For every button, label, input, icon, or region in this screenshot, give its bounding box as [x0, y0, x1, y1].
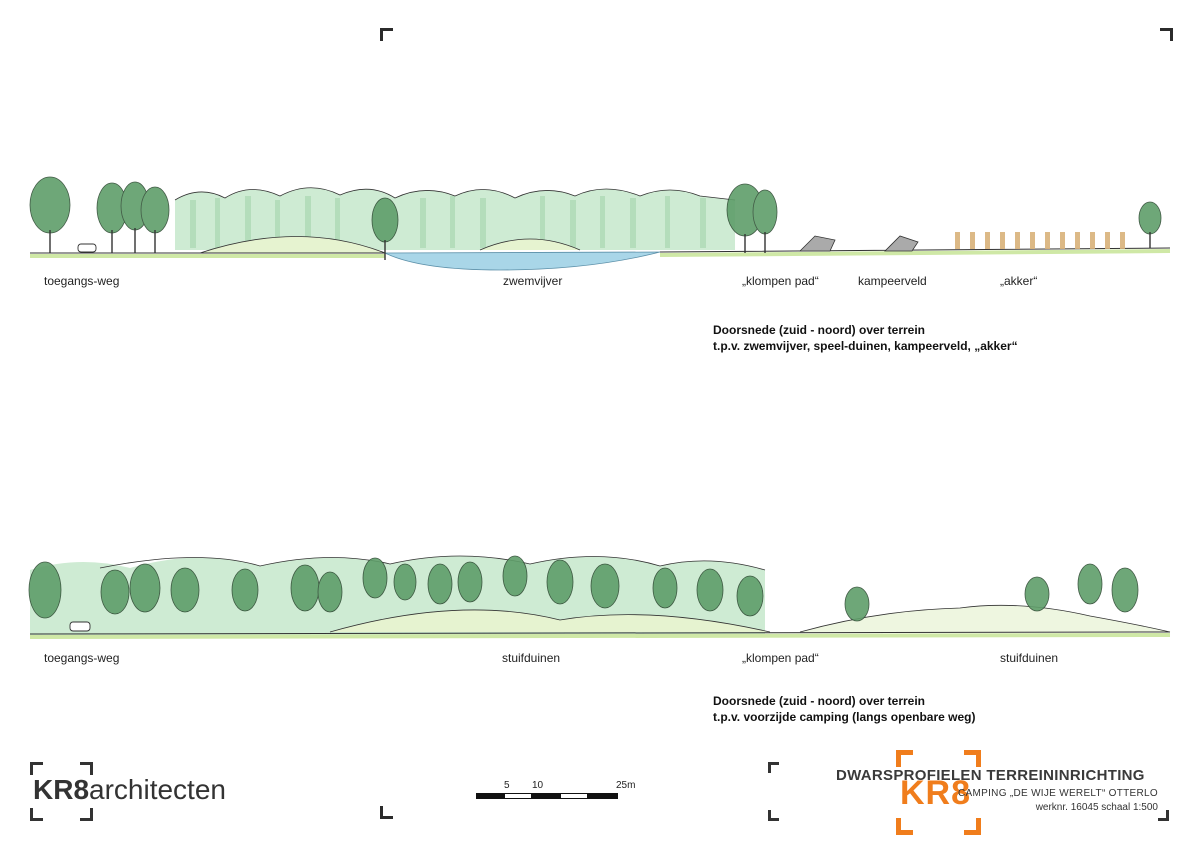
cross-section-2-drawing	[28, 555, 1171, 639]
logo-bracket	[80, 808, 93, 821]
title-bracket	[768, 762, 779, 773]
scale-tick-label: 10	[532, 780, 544, 791]
logo-bracket	[30, 762, 43, 775]
scale-segment	[504, 793, 532, 799]
crop-mark-top-left	[380, 28, 393, 41]
title-bracket	[1158, 810, 1169, 821]
scale-tick-label: 5	[504, 780, 510, 791]
label-zwemvijver: zwemvijver	[503, 274, 563, 288]
label-stuifduinen-2: stuifduinen	[1000, 651, 1059, 665]
logo-text-bold: KR8	[33, 774, 90, 805]
scale-tick-label: 25m	[616, 780, 636, 791]
label-toegangs-weg-2: toegangs-weg	[44, 651, 120, 665]
drawing-title: DWARSPROFIELEN TERREININRICHTING	[836, 767, 1145, 784]
crop-mark-bottom-left	[380, 806, 393, 819]
drawing-meta: werknr. 16045 schaal 1:500	[1035, 802, 1158, 813]
section2-caption-line2: t.p.v. voorzijde camping (langs openbare…	[713, 710, 976, 724]
scale-segment	[532, 793, 560, 799]
logo-bracket	[80, 762, 93, 775]
kr8-mark-bracket	[964, 750, 981, 767]
kr8-mark-bracket	[964, 818, 981, 835]
logo-text: KR8architecten	[33, 774, 226, 806]
kr8-mark-bracket	[896, 818, 913, 835]
section2-caption: Doorsnede (zuid - noord) over terrein t.…	[713, 693, 975, 725]
label-klompen-pad: „klompen pad“	[742, 274, 819, 288]
section1-caption-line2: t.p.v. zwemvijver, speel-duinen, kampeer…	[713, 339, 1018, 353]
kr8-mark: KR8	[900, 774, 972, 812]
label-akker: „akker“	[1000, 274, 1038, 288]
title-bracket	[768, 810, 779, 821]
crop-mark-top-right	[1160, 28, 1173, 41]
scale-bar: 5 10 25m	[476, 780, 646, 810]
scale-segment	[476, 793, 504, 799]
section2-caption-line1: Doorsnede (zuid - noord) over terrein	[713, 694, 926, 708]
title-block: KR8 DWARSPROFIELEN TERREININRICHTING CAM…	[768, 750, 1169, 835]
logo-bracket	[30, 808, 43, 821]
drawing-subtitle: CAMPING „DE WIJE WERELT“ OTTERLO	[958, 788, 1158, 799]
label-stuifduinen-1: stuifduinen	[502, 651, 561, 665]
section1-caption: Doorsnede (zuid - noord) over terrein t.…	[713, 322, 1018, 354]
section1-caption-line1: Doorsnede (zuid - noord) over terrein	[713, 323, 926, 337]
label-klompen-pad-2: „klompen pad“	[742, 651, 819, 665]
label-toegangs-weg: toegangs-weg	[44, 274, 120, 288]
kr8-architecten-logo: KR8architecten	[30, 762, 240, 821]
scale-segment	[588, 793, 618, 799]
scale-segment	[560, 793, 588, 799]
logo-text-rest: architecten	[89, 774, 226, 805]
label-kampeerveld: kampeerveld	[858, 274, 927, 288]
cross-section-1-drawing	[29, 176, 1171, 271]
kr8-mark-bracket	[896, 750, 913, 767]
cross-section-2: toegangs-weg stuifduinen „klompen pad“ s…	[0, 520, 1200, 725]
cross-section-1: toegangs-weg zwemvijver „klompen pad“ ka…	[0, 150, 1200, 360]
